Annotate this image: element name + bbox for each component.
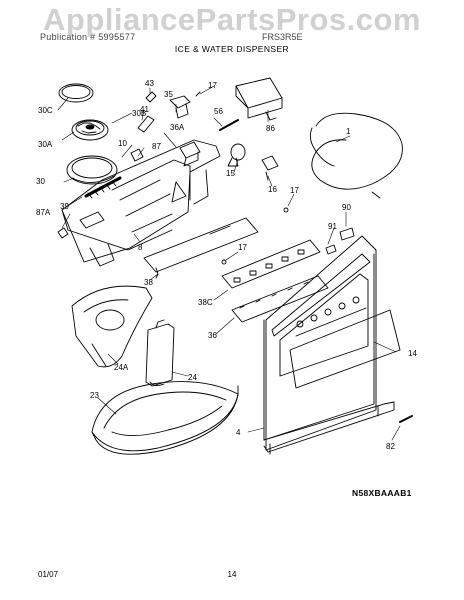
callout-23: 23 [90,391,99,400]
callout-30b: 30B [132,109,146,118]
part-screw [219,119,239,131]
footer-page-number: 14 [227,570,237,579]
part-switch-strip [221,239,321,289]
callout-36a: 36A [170,123,185,132]
part-front-cover [265,235,401,451]
callout-36: 36 [208,331,217,340]
callout-leader-lines [57,85,401,441]
model-header: FRS3R5E [262,32,303,42]
callout-30a: 30A [38,140,53,149]
diagram-code: N58XBAAAB1 [352,488,412,498]
part-bracket-90 [325,227,355,255]
part-screw-17 [195,91,289,265]
callout-16: 16 [268,185,277,194]
part-ice-ring [66,155,118,185]
callout-24a: 24A [114,363,129,372]
callout-14: 14 [408,349,417,358]
callout-91: 91 [328,222,337,231]
part-lamp [227,143,246,167]
callout-82: 82 [386,442,395,451]
callout-17c: 17 [238,243,247,252]
section-title: ICE & WATER DISPENSER [174,44,290,54]
footer-date: 01/07 [38,570,59,579]
part-clip [57,227,69,239]
part-solenoid [169,95,191,119]
part-switch-board [231,275,329,323]
callout-1: 1 [346,127,351,136]
callout-38: 38 [144,278,153,287]
callout-15: 15 [226,169,235,178]
callout-87: 87 [152,142,161,151]
callout-4: 4 [236,428,241,437]
part-water-tubing [309,112,403,199]
callout-17a: 17 [208,81,217,90]
callout-17b: 17 [290,186,299,195]
part-dispenser-housing [61,139,221,267]
part-lamp-socket [261,155,279,181]
part-auger-spring [84,176,122,199]
callout-35: 35 [164,90,173,99]
part-filter-disk [58,83,94,103]
part-gear-assembly [71,119,109,141]
callout-56: 56 [214,107,223,116]
callout-8: 8 [138,243,143,252]
part-switch [179,141,201,167]
callout-10: 10 [118,139,127,148]
callout-30: 30 [36,177,45,186]
callout-30c: 30C [38,106,53,115]
part-outer-frame [263,253,395,455]
callout-labels: 30C 30B 30A 43 41 35 17 56 36A 86 1 10 8… [36,79,417,451]
callout-87a: 87A [36,208,51,217]
callout-86: 86 [266,124,275,133]
part-ice-chute [71,285,153,368]
publication-header: Publication # 5995577 [40,32,136,42]
part-chute-door [145,319,175,387]
callout-90: 90 [342,203,351,212]
callout-41: 41 [140,105,149,114]
callout-39: 39 [60,202,69,211]
part-drip-tray [91,381,239,455]
callout-38c: 38C [198,298,213,307]
part-screw-82 [399,415,413,423]
callout-43: 43 [145,79,154,88]
part-control-module [235,77,283,121]
callout-24: 24 [188,373,197,382]
